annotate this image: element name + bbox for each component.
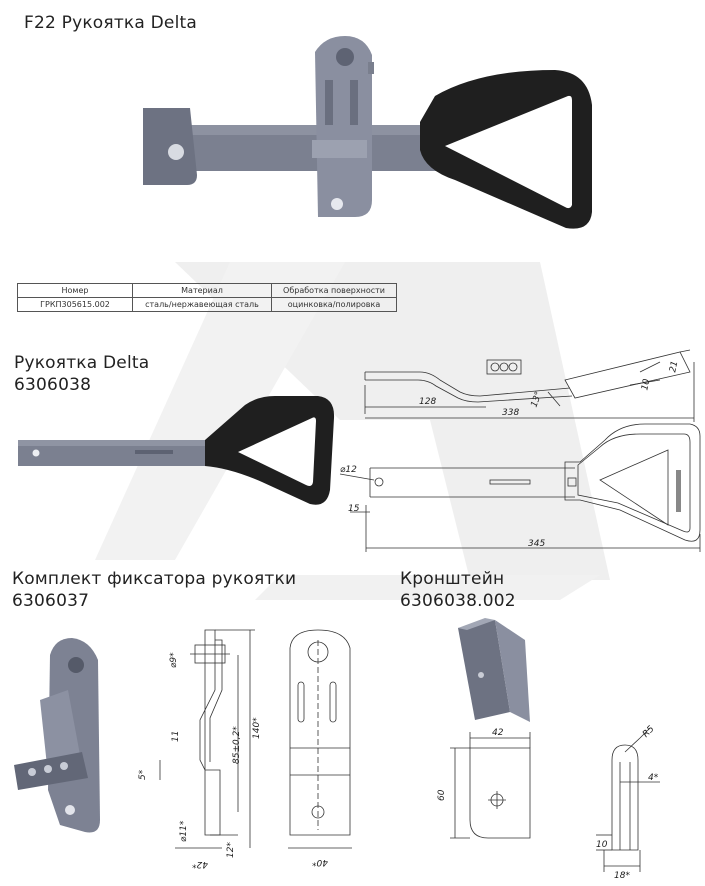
page-title: F22 Рукоятка Delta [24,13,197,33]
dim-label: 40* [312,857,328,867]
dim-label: 21 [668,360,680,373]
bracket-code: 6306038.002 [400,591,516,611]
dim-label: ⌀11* [179,820,189,842]
dim-label: ⌀9* [169,652,179,668]
dim-label: R5 [641,724,657,740]
dim-label: 5* [138,769,148,780]
dim-label: 10 [596,840,608,850]
table-row: ГРКП305615.002 сталь/нержавеющая сталь о… [17,297,397,312]
dim-label: 18* [614,871,630,881]
dim-label: 15 [348,504,360,514]
dim-label: 42 [492,728,504,738]
latch-kit-title: Комплект фиксатора рукоятки [12,569,297,589]
latch-kit-code: 6306037 [12,591,90,611]
dim-label: 11 [171,731,181,742]
handle-assembly-render [143,36,592,229]
dim-label: 12* [226,842,236,858]
handle-code: 6306038 [14,375,92,395]
bracket-title: Кронштейн [400,569,505,589]
dim-label: 140* [252,717,262,739]
dim-label: 338 [502,408,519,418]
spec-cell-surface: оцинковка/полировка [271,297,397,312]
dim-label: 345 [528,539,545,549]
dim-label: ⌀12 [340,465,357,475]
dim-label: 4* [648,773,659,783]
handle-title: Рукоятка Delta [14,353,150,373]
spec-table: Номер Материал Обработка поверхности ГРК… [17,283,397,312]
dim-label: 128 [419,397,436,407]
spec-cell-material: сталь/нержавеющая сталь [132,297,272,312]
dim-label: 10 [640,378,652,392]
dim-label: 42* [192,859,208,869]
dim-label: 60 [437,789,447,801]
dim-label: 85±0,2* [232,726,242,764]
